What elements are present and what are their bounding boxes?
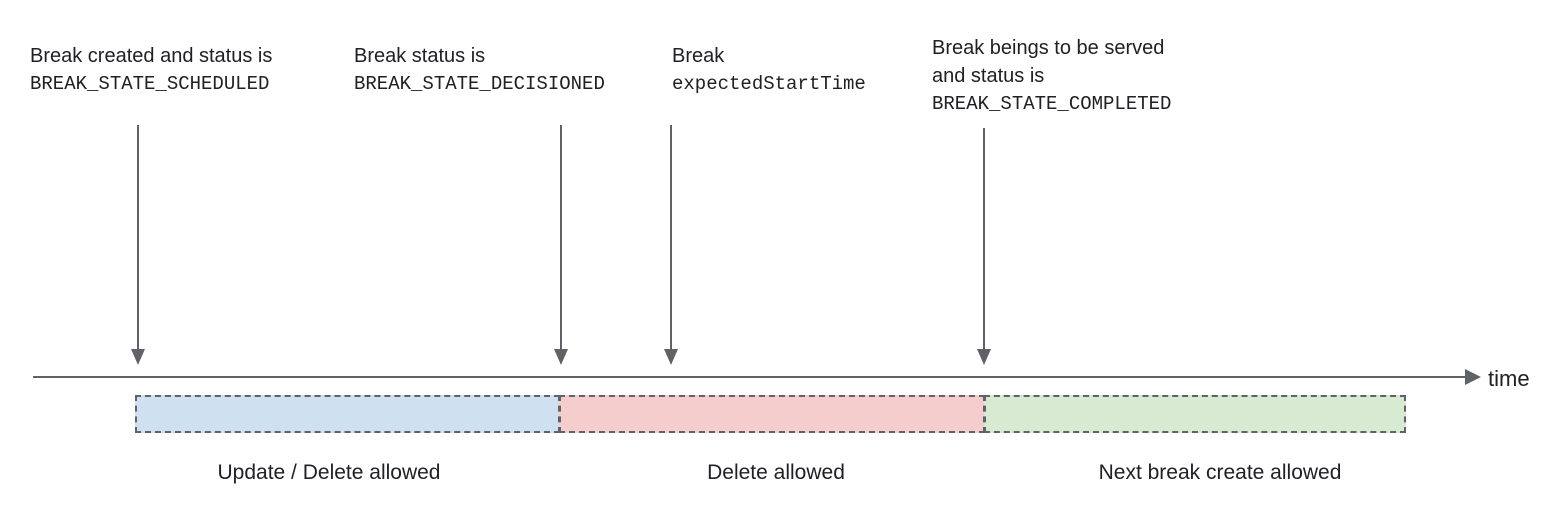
time-axis-line bbox=[33, 376, 1465, 378]
phase-bar-delete-only bbox=[559, 395, 985, 433]
arrow-head-icon bbox=[977, 349, 991, 365]
arrow-head-icon bbox=[131, 349, 145, 365]
annotation-line-2: expectedStartTime bbox=[672, 73, 866, 95]
annotation-line-1: Break bbox=[672, 45, 725, 67]
arrow-shaft bbox=[983, 128, 985, 351]
phase-bar-next-break-create bbox=[984, 395, 1406, 433]
annotation-line-1: Break status is bbox=[354, 45, 486, 67]
annotation-line-1: Break beings to be served bbox=[932, 37, 1165, 59]
annotation-line-2: BREAK_STATE_SCHEDULED bbox=[30, 73, 270, 95]
phase-caption-delete-only: Delete allowed bbox=[707, 461, 845, 484]
time-axis-arrow-icon bbox=[1465, 369, 1481, 385]
time-axis-label: time bbox=[1488, 366, 1530, 391]
phase-caption-next-break-create: Next break create allowed bbox=[1098, 461, 1342, 484]
annotation-break-created: Break created and status is BREAK_STATE_… bbox=[30, 42, 272, 98]
arrow-head-icon bbox=[554, 349, 568, 365]
annotation-line-1: Break created and status is bbox=[30, 45, 273, 67]
arrow-shaft bbox=[560, 125, 562, 351]
arrow-head-icon bbox=[664, 349, 678, 365]
annotation-break-decisioned: Break status is BREAK_STATE_DECISIONED bbox=[354, 42, 605, 98]
phase-caption-update-delete: Update / Delete allowed bbox=[217, 461, 441, 484]
annotation-break-completed: Break beings to be served and status is … bbox=[932, 34, 1171, 118]
annotation-break-expected-start-time: Break expectedStartTime bbox=[672, 42, 866, 98]
annotation-line-2: BREAK_STATE_DECISIONED bbox=[354, 73, 605, 95]
arrow-shaft bbox=[137, 125, 139, 351]
arrow-shaft bbox=[670, 125, 672, 351]
phase-bar-update-delete bbox=[135, 395, 560, 433]
annotation-line-2: and status is bbox=[932, 65, 1045, 87]
annotation-line-3: BREAK_STATE_COMPLETED bbox=[932, 93, 1172, 115]
